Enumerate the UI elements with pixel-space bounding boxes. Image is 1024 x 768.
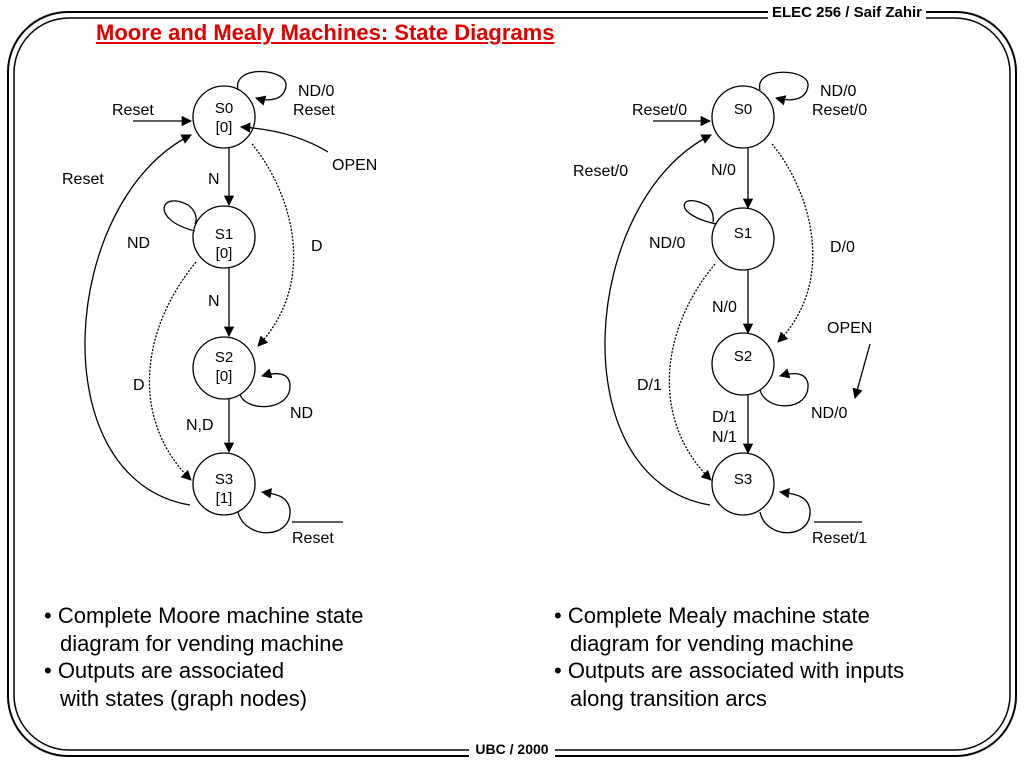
moore-diagram [84,70,343,534]
mealy-loop-s2 [759,368,809,407]
mealy-arc-s1-s3 [668,263,716,481]
moore-label-s0-self-2: Reset [293,102,335,119]
moore-s3-name: S3 [215,471,233,488]
mealy-label-s1-s2: N/0 [712,299,737,316]
mealy-arc-s0-s2 [771,143,814,343]
moore-bullets: • Complete Moore machine state diagram f… [44,602,364,712]
moore-state-labels: S0 [0] S1 [0] S2 [0] S3 [1] [215,100,233,507]
mealy-label-s2-s3-2: N/1 [712,429,737,446]
moore-bullet-1-cont: diagram for vending machine [60,630,344,656]
mealy-bullet-2-cont: along transition arcs [570,685,767,711]
moore-bullet-2: • Outputs are associated [44,658,285,683]
mealy-s2-name: S2 [734,348,752,365]
moore-label-s1-self: ND [127,235,150,252]
moore-arc-s0-s2 [251,143,295,347]
moore-arc-s3-s0 [84,134,192,506]
mealy-label-open: OPEN [827,320,872,337]
moore-label-s3-self: Reset [292,530,334,547]
mealy-bullet-1: • Complete Mealy machine state [554,603,870,628]
mealy-bullet-1-cont: diagram for vending machine [570,630,854,656]
mealy-bullet-2: • Outputs are associated with inputs [554,658,905,683]
moore-loop-s0 [237,70,287,106]
mealy-arc-open [852,343,871,400]
mealy-label-s0-self-1: ND/0 [820,83,857,100]
mealy-s3-name: S3 [734,471,752,488]
footer-text: UBC / 2000 [469,741,555,757]
moore-s0-name: S0 [215,100,233,117]
moore-label-reset-in: Reset [112,102,154,119]
moore-s0-output: [0] [216,119,233,136]
mealy-diagram [604,71,871,534]
moore-s2-output: [0] [216,368,233,385]
moore-label-s0-s2: D [311,238,323,255]
moore-label-s1-s2: N [208,293,220,310]
mealy-label-s1-s3: D/1 [637,377,662,394]
slide-title: Moore and Mealy Machines: State Diagrams [96,20,555,45]
mealy-loop-s0 [759,71,809,106]
moore-bullet-1: • Complete Moore machine state [44,603,364,628]
moore-s1-output: [0] [216,245,233,262]
slide-footer: UBC / 2000 [0,741,1024,757]
moore-s1-name: S1 [215,226,233,243]
moore-arc-s1-s3 [148,261,197,481]
moore-loop-s1 [163,200,197,232]
moore-label-s2-s3: N,D [186,417,214,434]
mealy-label-s3-self: Reset/1 [812,530,867,547]
mealy-label-s0-s1: N/0 [711,162,736,179]
moore-state-s0 [192,85,256,149]
mealy-state-labels: S0 S1 S2 S3 [734,101,752,488]
moore-label-s2-self: ND [290,405,313,422]
moore-s2-name: S2 [215,349,233,366]
moore-label-s0-self-1: ND/0 [298,83,335,100]
mealy-label-reset-in: Reset/0 [632,102,687,119]
mealy-arc-labels: ND/0 Reset/0 Reset/0 Reset/0 N/0 ND/0 D/… [573,83,872,547]
mealy-label-s1-self: ND/0 [649,235,686,252]
mealy-label-s0-self-2: Reset/0 [812,102,867,119]
moore-loop-s2 [239,368,291,408]
course-header: ELEC 256 / Saif Zahir [767,4,926,21]
mealy-state-s0 [711,85,775,149]
moore-label-s0-s1: N [208,171,220,188]
moore-label-open: OPEN [332,157,377,174]
moore-arc-labels: ND/0 Reset Reset Reset OPEN N ND D N D N… [62,83,377,547]
mealy-s1-name: S1 [734,225,752,242]
moore-loop-s3 [237,488,291,534]
mealy-label-s0-s2: D/0 [830,239,855,256]
mealy-bullets: • Complete Mealy machine state diagram f… [554,602,904,712]
moore-arc-open [239,122,329,153]
moore-label-s1-s3: D [133,377,145,394]
moore-s3-output: [1] [216,490,233,507]
mealy-loop-s3 [759,488,811,534]
mealy-label-reset-back: Reset/0 [573,163,628,180]
mealy-label-s2-self: ND/0 [811,405,848,422]
mealy-label-s2-s3-1: D/1 [712,409,737,426]
moore-label-reset-back: Reset [62,171,104,188]
moore-bullet-2-cont: with states (graph nodes) [60,685,308,711]
mealy-loop-s1 [683,200,717,225]
mealy-s0-name: S0 [734,101,752,118]
mealy-arc-s3-s0 [604,134,712,506]
